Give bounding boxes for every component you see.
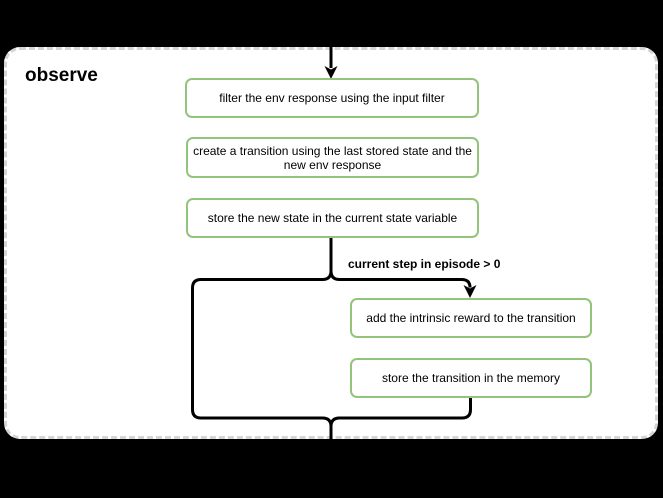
flow-node-store-new-state: store the new state in the current state…: [186, 198, 479, 238]
observe-group-label: observe: [25, 65, 98, 86]
flow-node-add-intrinsic-reward: add the intrinsic reward to the transiti…: [350, 298, 592, 338]
flow-node-filter-env-response: filter the env response using the input …: [185, 78, 479, 118]
flow-node-store-transition: store the transition in the memory: [350, 358, 592, 398]
flow-node-create-transition: create a transition using the last store…: [186, 137, 479, 178]
condition-label: current step in episode > 0: [348, 257, 501, 271]
